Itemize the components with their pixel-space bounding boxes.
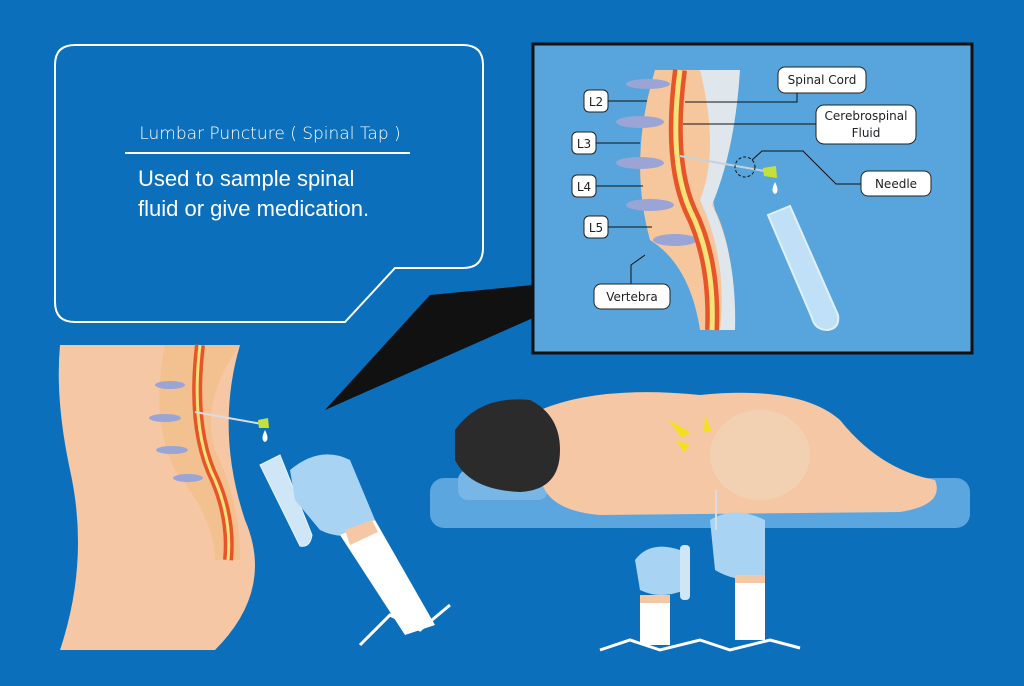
speech-bubble	[54, 44, 484, 323]
patient-on-bed	[430, 392, 970, 528]
svg-text:L2: L2	[589, 95, 603, 109]
puncture-site-arrows	[668, 415, 712, 452]
label-vertebra: Vertebra	[593, 283, 671, 310]
label-needle: Needle	[860, 170, 932, 197]
svg-text:L5: L5	[589, 221, 603, 235]
label-l5: L5	[583, 215, 609, 239]
side-view-torso	[58, 344, 269, 650]
svg-text:Cerebrospinal: Cerebrospinal	[825, 109, 908, 123]
description-line-1: Used to sample spinal	[138, 166, 355, 191]
zoom-pointer	[325, 285, 533, 410]
label-l2: L2	[583, 89, 609, 113]
svg-text:Vertebra: Vertebra	[606, 290, 658, 304]
label-l4: L4	[571, 174, 597, 198]
svg-text:L4: L4	[577, 180, 591, 194]
left-gloved-hand	[259, 454, 451, 647]
svg-text:L3: L3	[577, 137, 591, 151]
label-spinal-cord: Spinal Cord	[777, 66, 867, 94]
inset-spine	[616, 69, 740, 331]
title-underline	[125, 152, 410, 154]
fluid-drop	[772, 182, 778, 194]
inset-test-tube	[766, 204, 840, 332]
leader-lines	[596, 93, 861, 284]
label-l3: L3	[571, 131, 597, 155]
callout-description: Used to sample spinal fluid or give medi…	[138, 164, 458, 224]
svg-text:Spinal Cord: Spinal Cord	[788, 73, 857, 87]
svg-text:Needle: Needle	[875, 177, 917, 191]
needle-tip-circle	[734, 156, 756, 178]
bottom-gloved-hands	[599, 490, 801, 652]
needle-hub	[763, 166, 777, 178]
description-line-2: fluid or give medication.	[138, 196, 370, 221]
svg-text:Fluid: Fluid	[852, 126, 881, 140]
callout-title: Lumbar Puncture ( Spinal Tap )	[139, 124, 401, 144]
